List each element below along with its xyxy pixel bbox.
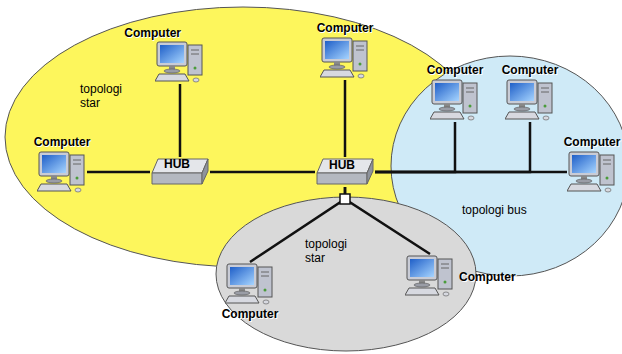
computer-label: Computer	[222, 307, 279, 321]
hub-label: HUB	[315, 157, 375, 173]
computer-node: Computer	[320, 36, 370, 80]
computer-label: Computer	[502, 63, 559, 77]
topology-label: topologi star	[305, 237, 363, 265]
cable-junction	[340, 194, 350, 204]
topology-region: topologi busComputerComputerComputer	[390, 55, 622, 277]
computer-icon	[37, 150, 87, 194]
computer-icon	[430, 78, 480, 122]
computer-icon	[155, 40, 205, 84]
computer-icon	[320, 36, 370, 80]
topology-region: topologi starComputerComputerComputerHUB	[4, 6, 482, 268]
network-cable	[344, 80, 347, 157]
computer-node: Computer	[430, 78, 480, 122]
hub-label: HUB	[150, 157, 210, 171]
hub-device: HUB	[150, 157, 210, 187]
topology-region: topologi starComputerComputer	[215, 196, 477, 352]
computer-label: Computer	[34, 135, 91, 149]
computer-label: Computer	[427, 63, 484, 77]
computer-node: Computer	[155, 40, 205, 84]
computer-node: Computer	[405, 254, 455, 298]
topology-label: topologi star	[80, 82, 140, 110]
network-cable	[179, 84, 182, 157]
computer-label: Computer	[124, 26, 181, 40]
computer-node: Computer	[225, 262, 275, 306]
network-cable	[375, 171, 567, 174]
computer-icon	[505, 78, 555, 122]
hub-device: HUB	[315, 157, 375, 187]
computer-label: Computer	[317, 21, 374, 35]
computer-node: Computer	[567, 150, 617, 194]
computer-label: Computer	[564, 135, 621, 149]
network-cable	[87, 171, 150, 174]
topology-label: topologi bus	[462, 203, 527, 217]
computer-node: Computer	[505, 78, 555, 122]
computer-label: Computer	[459, 270, 516, 284]
network-cable	[210, 171, 315, 174]
computer-icon	[405, 254, 455, 298]
computer-icon	[567, 150, 617, 194]
computer-node: Computer	[37, 150, 87, 194]
computer-icon	[225, 262, 275, 306]
